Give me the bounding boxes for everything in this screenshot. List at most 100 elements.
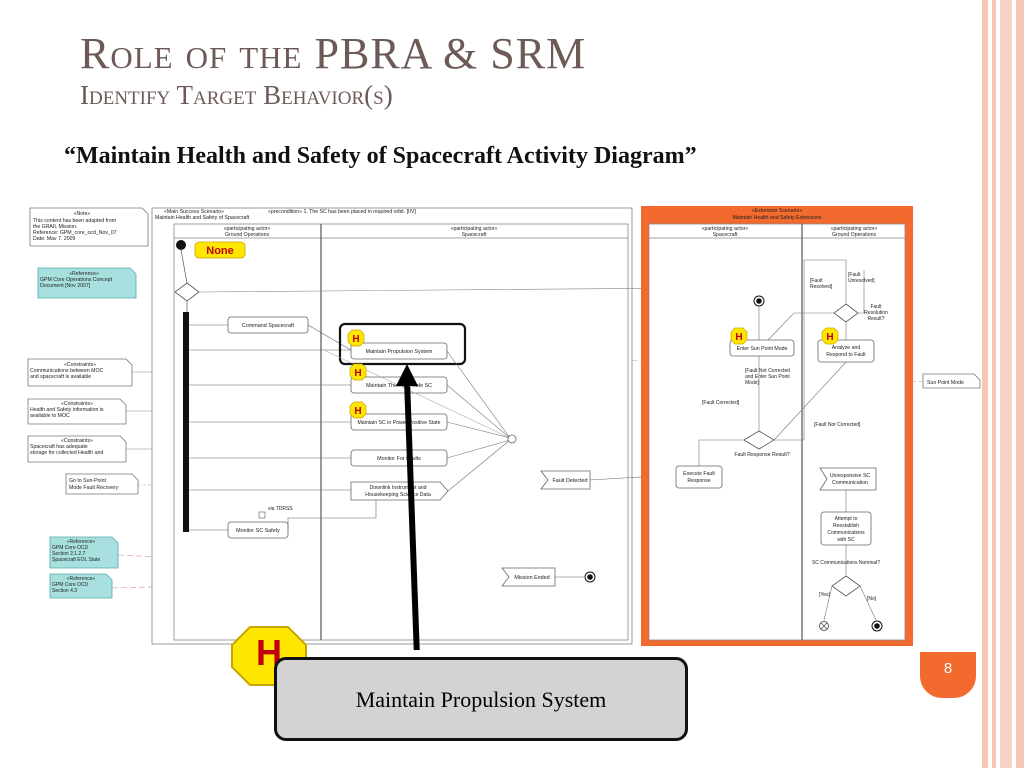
action-monitor-faults: Monitor For Faults	[350, 449, 448, 467]
main-lane-sc-label: Spacecraft	[462, 232, 487, 238]
signal-unresponsive-sc: Unresponsive SC Communication	[819, 467, 877, 491]
action-maintain-propulsion: Maintain Propulsion System	[350, 342, 448, 360]
attempt-line-2: Reestablish	[833, 523, 859, 529]
reference-note-2: «Reference» GPM Core OCD Section 2.1.2.7…	[49, 536, 119, 569]
none-badge-label: None	[206, 245, 234, 257]
propulsion-highlight-box	[338, 322, 467, 366]
activity-diagram: «Note» This content has been adapted fro…	[27, 206, 981, 650]
note-line-5: Date: Mav 7. 2009	[33, 236, 76, 242]
con3-line-2: Spacecraft has adequate	[30, 444, 88, 450]
decor-stripe-3	[1000, 0, 1012, 768]
main-lane-sc-stereotype: «participating actor»	[451, 226, 498, 232]
h-badge-analyze: H	[821, 327, 839, 345]
fault-corrected-label: [Fault Corrected]	[702, 400, 740, 406]
command-label: Command Spacecraft	[242, 323, 295, 329]
action-command-spacecraft: Command Spacecraft	[227, 316, 309, 334]
analyze-line-1: Analyze and	[832, 345, 861, 351]
con2-line-3: available to MOC	[30, 413, 70, 419]
ref1-line-1: «Reference»	[69, 271, 99, 277]
goto-sunpoint-note: Go to Sun-Point Mode Fault Recovery	[65, 473, 139, 495]
none-badge: None	[194, 241, 246, 259]
fault-not-corrected-label: [Fault Not Corrected]	[814, 422, 861, 428]
ext-lane-sc-stereotype: «participating actor»	[702, 226, 749, 232]
fault-response-label: Fault Response Result?	[734, 452, 789, 458]
not-corrected-enter-line-2: and Enter Sun Point	[745, 374, 790, 380]
action-attempt-reestablish: Attempt to Reestablish Communications wi…	[820, 511, 872, 546]
ext-lane-ground-label: Ground Operations	[832, 232, 877, 238]
main-lane-ground-label: Ground Operations	[225, 232, 270, 238]
via-tdrss-label: via TDRSS	[268, 506, 293, 512]
execute-line-2: Response	[687, 478, 710, 484]
main-lane-ground-stereotype: «participating actor»	[224, 226, 271, 232]
power-label: Maintain SC in Power Positive State	[357, 420, 440, 426]
note-line-1: «Note»	[74, 211, 91, 217]
initial-node	[176, 240, 186, 250]
downlink-line-2: Housekeeping Science Data	[365, 492, 431, 498]
ref1-line-3: Document [Nov 2007]	[40, 283, 91, 289]
slide-subtitle: Identify Target Behavior(s)	[80, 80, 393, 110]
slide-title: Role of the PBRA & SRM	[80, 29, 587, 78]
h-badge-label: H	[354, 368, 361, 379]
h-badge-propulsion: H	[347, 329, 365, 347]
fault-unresolved-line-1: [Fault	[848, 272, 861, 278]
goto-line-1: Go to Sun-Point	[69, 478, 106, 484]
ref1-line-2: GPM Core Operations Concept	[40, 277, 113, 283]
note-line-4: Reference: GPM_core_ocd_Nov_07	[33, 230, 117, 236]
attempt-line-4: with SC	[837, 537, 855, 543]
signal-fault-detected: Fault Detected	[540, 470, 591, 490]
decor-stripe-2	[992, 0, 996, 768]
con2-line-1: «Constraints»	[61, 401, 93, 407]
sc-nominal-label: SC Communications Nominal?	[812, 560, 880, 566]
h-badge-enter-sun: H	[730, 327, 748, 345]
sun-point-mode-box: Sun Point Mode	[922, 373, 981, 389]
note-line-3: the GRAIL Mission.	[33, 224, 78, 230]
action-maintain-power: Maintain SC in Power Positive State	[350, 413, 448, 431]
monitor-sc-label: Monitor SC Safety	[236, 528, 280, 534]
con3-line-1: «Constraints»	[61, 438, 93, 444]
constraint-note-3: «Constraints» Spacecraft has adequate st…	[27, 435, 127, 463]
h-badge-label: H	[352, 334, 359, 345]
note-box: «Note» This content has been adapted fro…	[29, 207, 149, 247]
signal-mission-ended: Mission Ended	[501, 567, 556, 587]
fault-detected-label: Fault Detected	[552, 478, 587, 484]
fault-resolution-line-2: Resolution	[864, 310, 888, 316]
ref2-line-1: «Reference»	[67, 539, 96, 545]
downlink-line-1: Downlink Instrument and	[369, 485, 426, 491]
note-line-2: This content has been adapted from	[33, 218, 116, 224]
sun-point-mode-label: Sun Point Mode	[927, 380, 964, 386]
merge-node	[507, 434, 517, 444]
propulsion-label: Maintain Propulsion System	[366, 349, 433, 355]
goto-line-2: Mode Fault Recovery	[69, 485, 119, 491]
action-enter-sun-point: Enter Sun Point Mode	[729, 339, 795, 357]
not-corrected-enter-line-3: Mode]	[745, 380, 760, 386]
action-execute-fault-response: Execute Fault Response	[675, 465, 723, 489]
page-number: 8	[943, 660, 953, 677]
unresponsive-line-2: Communication	[832, 480, 868, 486]
ref3-line-2: GPM Core OCD	[52, 582, 89, 588]
ext-lane-ground-stereotype: «participating actor»	[831, 226, 878, 232]
ref3-line-1: «Reference»	[67, 576, 96, 582]
main-scenario-title: Maintain Health and Safety of Spacecraft	[155, 215, 250, 221]
enter-sun-label: Enter Sun Point Mode	[737, 346, 788, 352]
callout-box: Maintain Propulsion System	[274, 657, 688, 741]
action-downlink-data: Downlink Instrument and Housekeeping Sci…	[350, 481, 449, 501]
main-scenario-stereotype: «Main Success Scenario»	[164, 209, 224, 215]
con2-line-2: Health and Safety information is	[30, 407, 104, 413]
main-swimlanes	[173, 223, 629, 641]
con1-line-1: «Constraints»	[64, 362, 96, 368]
con3-line-3: storage for collected Health and	[30, 450, 103, 456]
yes-label: [Yes]	[819, 592, 831, 598]
ext-connectors	[698, 259, 865, 576]
fork-arrows	[189, 324, 377, 531]
attempt-line-3: Communications	[827, 530, 865, 536]
fault-response-decision	[743, 430, 775, 450]
unresponsive-line-1: Unresponsive SC	[830, 473, 871, 479]
via-pin	[258, 511, 266, 519]
con1-line-3: and spacecraft is available	[30, 374, 91, 380]
action-monitor-sc-safety: Monitor SC Safety	[227, 521, 289, 539]
decor-stripe-4	[1016, 0, 1024, 768]
constraint-note-2: «Constraints» Health and Safety informat…	[27, 398, 127, 425]
h-badge-label: H	[354, 406, 361, 417]
analyze-line-2: Respond to Fault	[826, 352, 866, 358]
ext-scenario-title: Maintain Health and Safety Extensions	[732, 215, 822, 221]
